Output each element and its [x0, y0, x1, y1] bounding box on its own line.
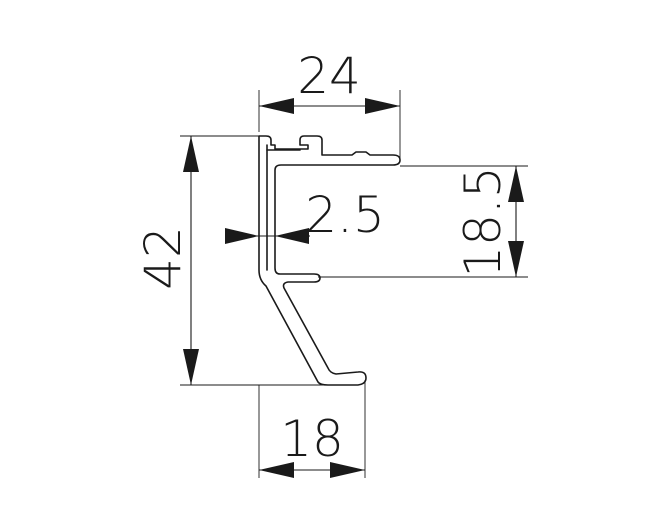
dim-label-bottom-width: 18 [280, 410, 344, 468]
arrow-bottom-left [259, 462, 294, 478]
arrow-height-bottom [183, 349, 199, 385]
dim-label-inner-height: 18.5 [454, 166, 512, 277]
arrow-height-top [183, 136, 199, 172]
profile-outline [258, 135, 401, 386]
arrow-bottom-right [330, 462, 365, 478]
arrow-top-right [365, 98, 400, 114]
dimension-lines [190, 105, 517, 471]
arrow-wall-left [225, 228, 259, 244]
dim-label-wall-thickness: 2.5 [305, 186, 385, 244]
profile-shape [258, 135, 401, 386]
arrowheads [183, 98, 524, 478]
arrow-inner-bottom [508, 241, 524, 277]
dim-label-height-total: 42 [134, 226, 192, 290]
dim-label-top-width: 24 [297, 47, 361, 105]
arrow-top-left [259, 98, 294, 114]
arrow-wall-right [275, 228, 309, 244]
extension-lines [180, 90, 528, 478]
arrow-inner-top [508, 166, 524, 202]
